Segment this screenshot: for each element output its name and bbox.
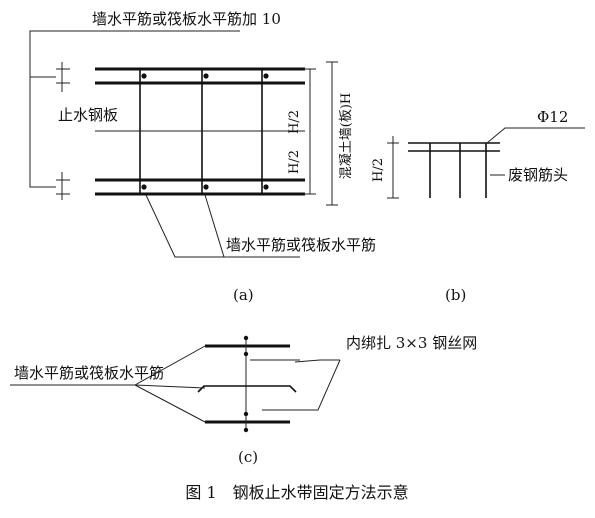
half-h-lower: H/2 bbox=[287, 150, 302, 174]
figure-a: 墙水平筋或筏板水平筋加 10 止水钢板 bbox=[29, 10, 376, 304]
subfigure-c-label: (c) bbox=[238, 448, 258, 466]
bottom-leader-line-1 bbox=[145, 194, 224, 258]
b-half-h: H/2 bbox=[371, 158, 386, 182]
c-rebar-leader-2 bbox=[134, 384, 206, 389]
half-h-upper: H/2 bbox=[287, 110, 302, 134]
figure-b: H/2 Φ12 废钢筋头 (b) bbox=[371, 108, 585, 304]
c-rebar-leader-3 bbox=[134, 384, 206, 423]
subfigure-a-label: (a) bbox=[233, 286, 254, 304]
c-rebar-leader-1 bbox=[134, 345, 206, 386]
bottom-leader-label: 墙水平筋或筏板水平筋 bbox=[226, 236, 376, 254]
c-steel-plate bbox=[197, 385, 297, 393]
phi12-leader bbox=[486, 127, 585, 144]
subfigure-b-label: (b) bbox=[445, 286, 466, 304]
phi12-label: Φ12 bbox=[537, 108, 568, 126]
rebar-dots bbox=[141, 73, 269, 190]
mesh-label: 内绑扎 3×3 钢丝网 bbox=[346, 334, 477, 352]
mesh-leader-2 bbox=[262, 359, 341, 411]
top-leader-line-lower bbox=[29, 77, 56, 188]
scrap-rebar-label: 废钢筋头 bbox=[508, 166, 568, 184]
top-leader-line bbox=[29, 30, 240, 78]
figure-caption: 图 1 钢板止水带固定方法示意 bbox=[185, 483, 408, 502]
height-dimension bbox=[304, 61, 338, 206]
steel-plate-label: 止水钢板 bbox=[58, 106, 118, 124]
top-leader-label: 墙水平筋或筏板水平筋加 10 bbox=[92, 10, 281, 28]
mesh-leader-1 bbox=[294, 359, 340, 363]
bottom-leader-line-2 bbox=[204, 194, 225, 258]
c-rebar-dots bbox=[243, 335, 249, 433]
figure-c: 内绑扎 3×3 钢丝网 墙水平筋或筏板水平筋 (c) bbox=[10, 334, 477, 466]
wall-height-label: 混凝土墙(板)H bbox=[338, 93, 354, 179]
left-dimension-ticks bbox=[56, 62, 70, 200]
c-rebar-label: 墙水平筋或筏板水平筋 bbox=[14, 364, 164, 382]
